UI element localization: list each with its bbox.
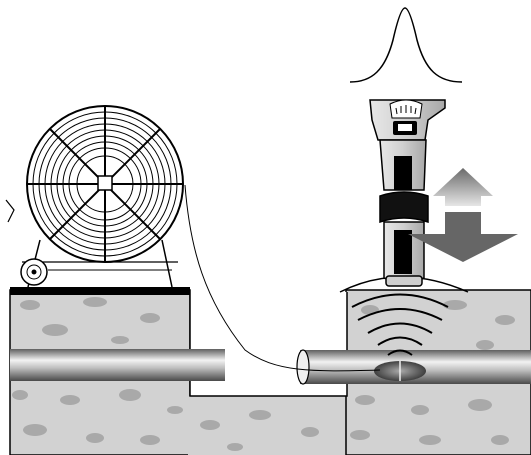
up-down-arrow [408, 168, 518, 262]
soil-spots [12, 297, 515, 451]
locator-receiver [369, 99, 446, 287]
cable-reel [5, 105, 184, 288]
sonde-transmitter [374, 361, 426, 381]
push-rod-cable [184, 184, 381, 372]
signal-field-arcs [351, 293, 449, 356]
signal-peak-curve [349, 7, 463, 83]
